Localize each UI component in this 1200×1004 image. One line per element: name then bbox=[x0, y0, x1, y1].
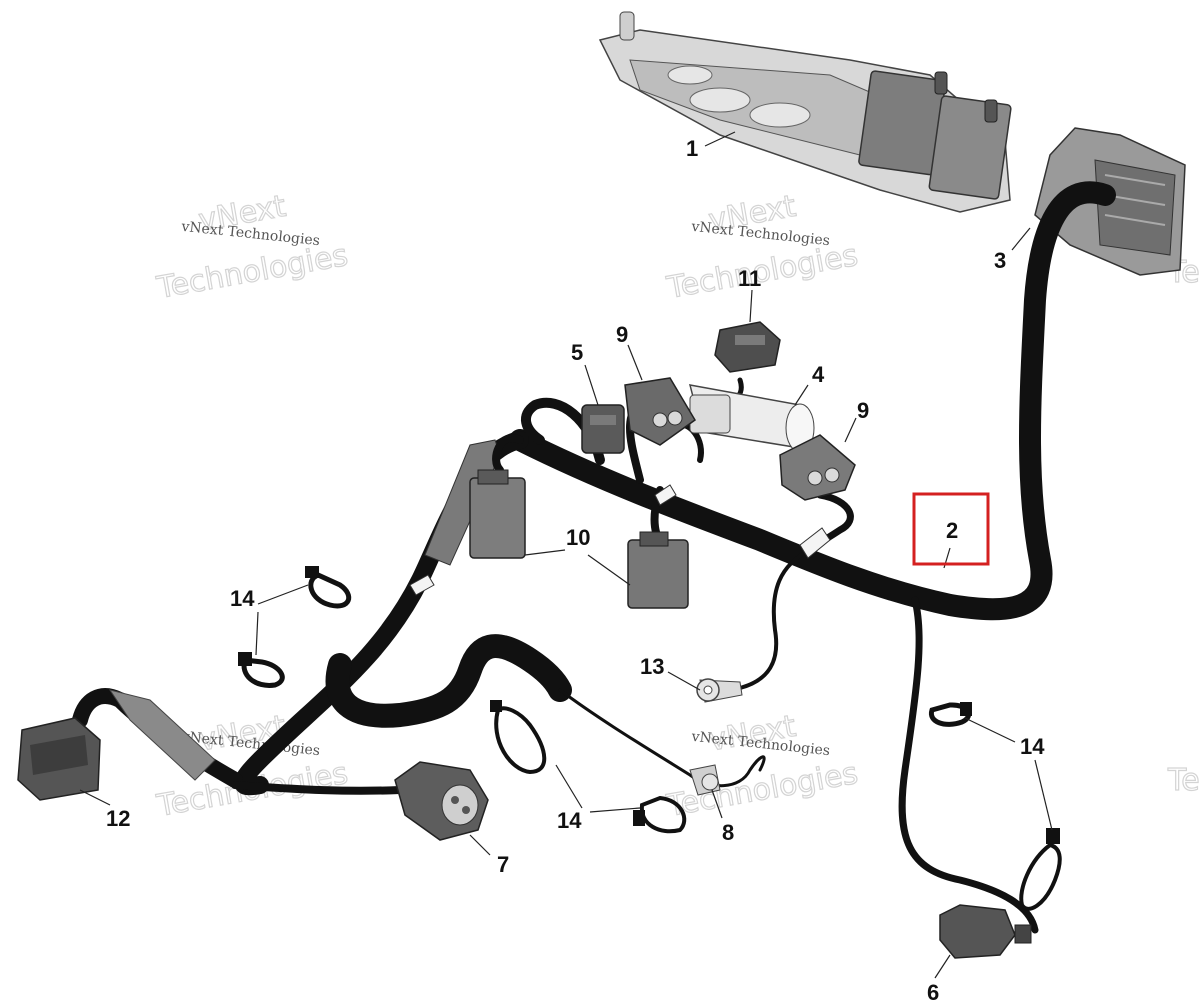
callout-8: 8 bbox=[722, 820, 734, 845]
callout-11: 11 bbox=[738, 266, 761, 291]
watermark-top-center: vNext Technologies vNext Technologies bbox=[663, 188, 861, 306]
highlight-box bbox=[912, 492, 990, 566]
callout-10: 10 bbox=[566, 525, 590, 550]
callout-7: 7 bbox=[497, 852, 509, 877]
wiring-harness bbox=[72, 181, 1116, 934]
cable-tie-14 bbox=[238, 652, 285, 688]
callout-4: 4 bbox=[812, 362, 825, 387]
callout-3: 3 bbox=[994, 248, 1006, 273]
connector-11 bbox=[714, 321, 781, 373]
callout-9-left: 9 bbox=[616, 322, 628, 347]
callout-14-right: 14 bbox=[1020, 734, 1045, 759]
callout-1: 1 bbox=[686, 136, 698, 161]
cable-tie-14 bbox=[305, 566, 352, 609]
callout-14-center: 14 bbox=[557, 808, 582, 833]
callout-12: 12 bbox=[106, 806, 130, 831]
connector-9-right bbox=[779, 434, 856, 501]
connector-10-upper bbox=[469, 469, 526, 559]
callout-13: 13 bbox=[640, 654, 664, 679]
connector-4 bbox=[688, 384, 815, 453]
watermark-edge-bottom: Te bbox=[1167, 763, 1200, 798]
callout-2: 2 bbox=[946, 518, 958, 543]
callout-9-right: 9 bbox=[857, 398, 869, 423]
ecm-module bbox=[598, 11, 1012, 213]
watermark-big-bottom: Technologies bbox=[154, 238, 351, 306]
callout-labels: 1 2 3 4 5 6 7 8 9 9 10 11 12 13 14 14 14 bbox=[106, 136, 1045, 1004]
connector-12 bbox=[17, 717, 101, 801]
connector-10-lower bbox=[627, 531, 689, 609]
cable-tie-14 bbox=[1019, 828, 1062, 911]
connector-7 bbox=[394, 761, 489, 841]
callout-6: 6 bbox=[927, 980, 939, 1004]
ring-terminal-8 bbox=[689, 764, 721, 796]
callout-14-left: 14 bbox=[230, 586, 255, 611]
cable-tie-14 bbox=[928, 702, 972, 727]
cable-tie-14 bbox=[490, 700, 547, 775]
connector-5 bbox=[581, 404, 625, 454]
leader-lines bbox=[79, 131, 1053, 979]
watermark-top-left: vNext Technologies vNext Technologies bbox=[153, 188, 351, 306]
watermark-big-bottom: Technologies bbox=[664, 238, 861, 306]
connector-9-left bbox=[624, 377, 696, 446]
callout-5: 5 bbox=[571, 340, 583, 365]
cable-tie-14 bbox=[633, 795, 687, 834]
connector-6 bbox=[939, 904, 1032, 959]
ring-terminal-13 bbox=[696, 678, 743, 703]
